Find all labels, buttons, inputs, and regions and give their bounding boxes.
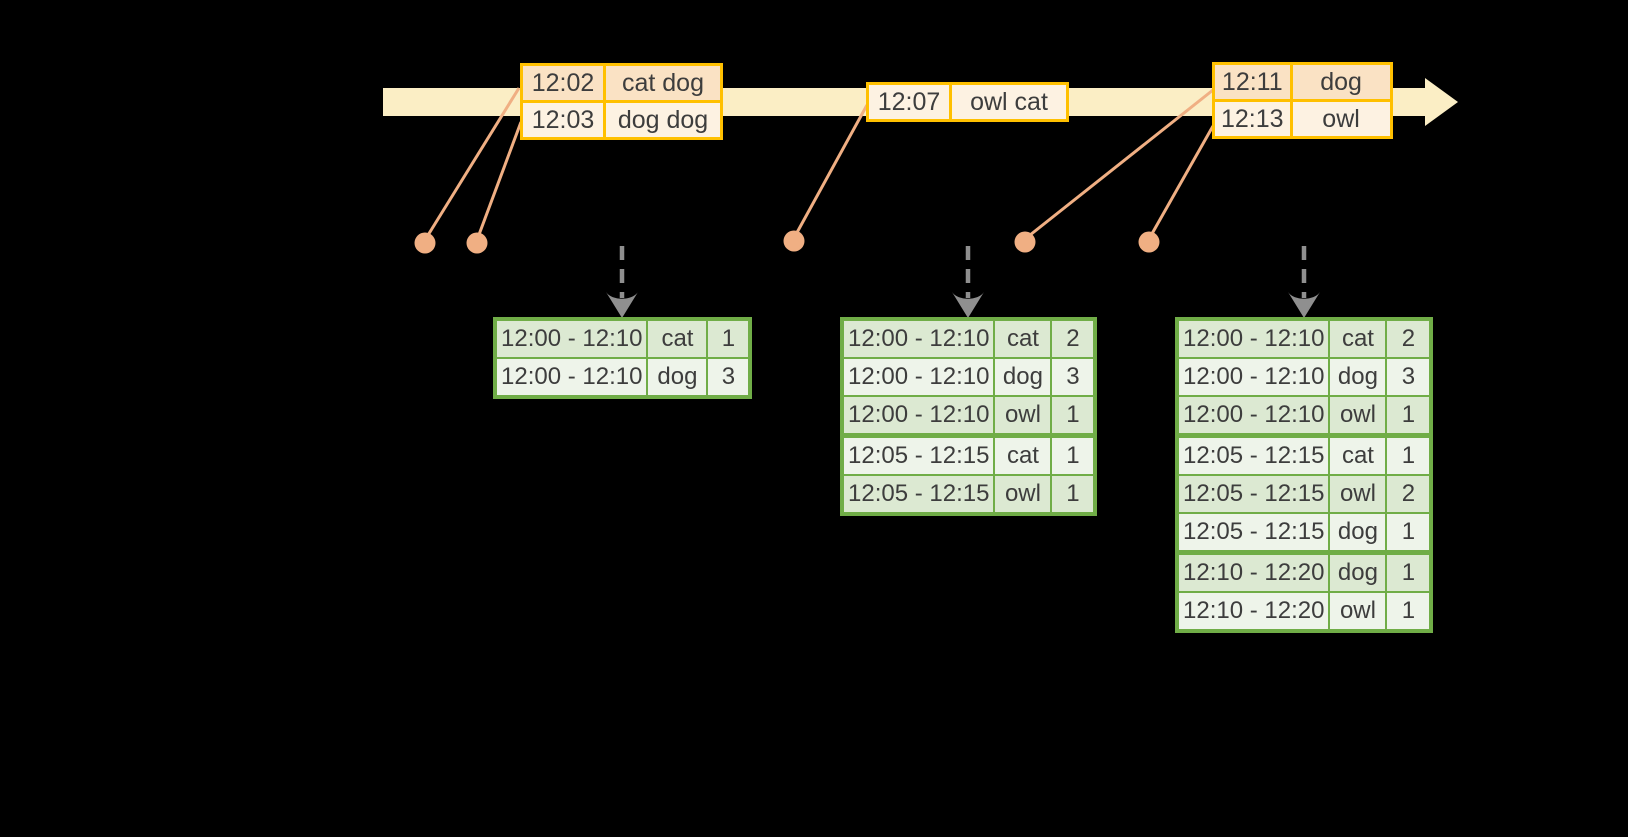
event-dots [414, 230, 1160, 254]
event-time-cell: 12:13 [1212, 99, 1293, 139]
event-words-cell: dog dog [603, 100, 723, 140]
event-words-cell: cat dog [603, 63, 723, 103]
window-cell: 12:05 - 12:15 [840, 474, 996, 515]
event-words-cell: owl [1289, 99, 1393, 139]
event-time-cell: 12:07 [866, 82, 952, 122]
word-cell: dog [1328, 357, 1388, 397]
word-cell: dog [646, 357, 709, 398]
window-cell: 12:00 - 12:10 [840, 357, 996, 397]
count-cell: 1 [1050, 395, 1097, 437]
count-cell: 1 [1050, 474, 1097, 515]
connector-line [423, 87, 521, 241]
event-dot-icon [414, 232, 436, 254]
count-cell: 3 [1385, 357, 1433, 397]
word-cell: cat [646, 318, 709, 359]
event-time-cell: 12:11 [1212, 62, 1293, 102]
trigger-arrow-icon [952, 246, 984, 318]
word-cell: owl [1328, 591, 1388, 632]
word-cell: cat [1328, 433, 1388, 476]
trigger-arrow-icon [1288, 246, 1320, 318]
word-cell: owl [1328, 395, 1388, 437]
window-cell: 12:00 - 12:10 [1175, 318, 1331, 359]
word-cell: owl [993, 395, 1053, 437]
window-cell: 12:00 - 12:10 [1175, 395, 1331, 437]
word-cell: dog [1328, 512, 1388, 554]
connector-line [792, 104, 869, 239]
count-cell: 2 [1385, 318, 1433, 359]
word-cell: cat [993, 433, 1053, 476]
connector-lines [423, 87, 1215, 241]
window-cell: 12:10 - 12:20 [1175, 591, 1331, 632]
event-time-cell: 12:03 [520, 100, 606, 140]
word-cell: owl [1328, 474, 1388, 514]
window-cell: 12:05 - 12:15 [1175, 433, 1331, 476]
timeline-arrowhead-icon [1425, 78, 1458, 126]
word-cell: owl [993, 474, 1053, 515]
count-cell: 1 [1385, 433, 1433, 476]
count-cell: 2 [1385, 474, 1433, 514]
word-cell: cat [993, 318, 1053, 359]
event-time-cell: 12:02 [520, 63, 606, 103]
window-cell: 12:05 - 12:15 [1175, 474, 1331, 514]
word-cell: cat [1328, 318, 1388, 359]
count-cell: 1 [1385, 512, 1433, 554]
window-cell: 12:05 - 12:15 [1175, 512, 1331, 554]
event-dot-icon [783, 230, 805, 252]
window-cell: 12:00 - 12:10 [1175, 357, 1331, 397]
window-cell: 12:00 - 12:10 [840, 395, 996, 437]
count-cell: 3 [706, 357, 752, 398]
connector-line [475, 121, 523, 241]
count-cell: 2 [1050, 318, 1097, 359]
word-cell: dog [993, 357, 1053, 397]
trigger-arrow-icon [606, 246, 638, 318]
event-words-cell: owl cat [949, 82, 1069, 122]
window-cell: 12:00 - 12:10 [493, 318, 649, 359]
count-cell: 1 [1385, 395, 1433, 437]
event-dot-icon [466, 232, 488, 254]
event-dot-icon [1014, 231, 1036, 253]
trigger-arrows [606, 246, 1320, 318]
count-cell: 1 [706, 318, 752, 359]
window-cell: 12:00 - 12:10 [840, 318, 996, 359]
count-cell: 3 [1050, 357, 1097, 397]
window-cell: 12:00 - 12:10 [493, 357, 649, 398]
window-cell: 12:10 - 12:20 [1175, 550, 1331, 593]
count-cell: 1 [1050, 433, 1097, 476]
connector-line [1147, 125, 1215, 240]
event-words-cell: dog [1289, 62, 1393, 102]
count-cell: 1 [1385, 550, 1433, 593]
word-cell: dog [1328, 550, 1388, 593]
window-cell: 12:05 - 12:15 [840, 433, 996, 476]
count-cell: 1 [1385, 591, 1433, 632]
event-dot-icon [1138, 231, 1160, 253]
connector-line [1024, 88, 1214, 241]
